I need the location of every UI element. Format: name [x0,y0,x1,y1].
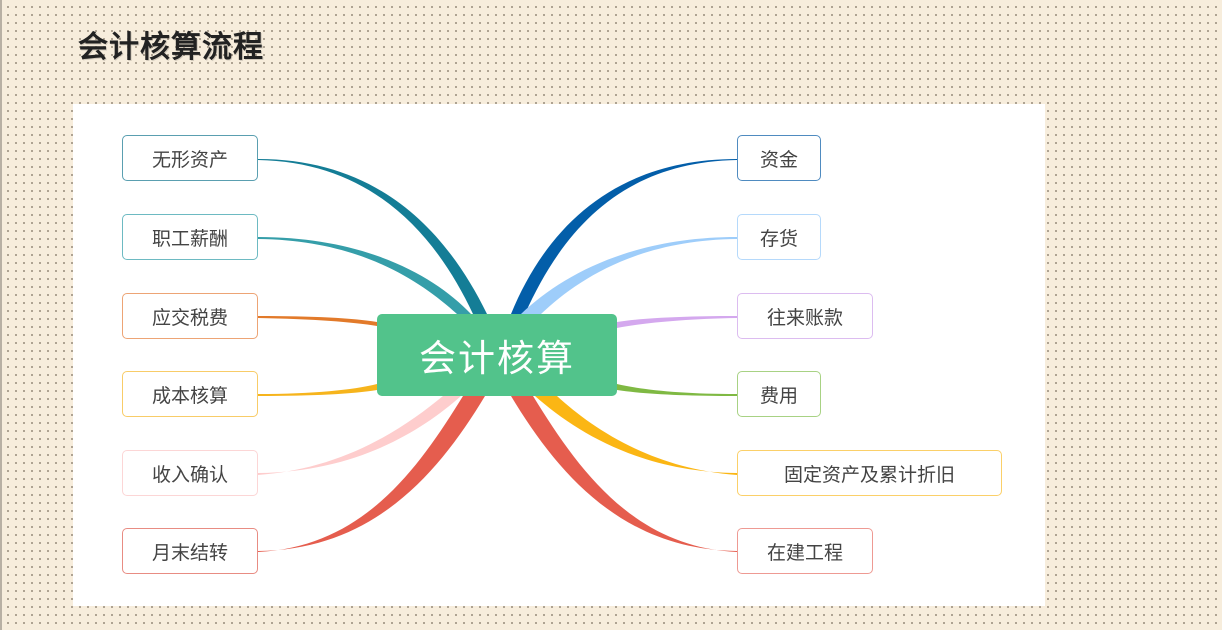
branch-zaijiangongcheng [511,396,737,552]
node-shouruqueren[interactable]: 收入确认 [122,450,258,496]
node-yingjiaoshuifei[interactable]: 应交税费 [122,293,258,339]
branch-wuxingzichan [258,159,487,314]
node-wuxingzichan[interactable]: 无形资产 [122,135,258,181]
node-cunhuo[interactable]: 存货 [737,214,821,260]
node-gudingzichan[interactable]: 固定资产及累计折旧 [737,450,1002,496]
branch-moyuejiezhuan [258,396,485,552]
node-moyuejiezhuan[interactable]: 月末结转 [122,528,258,574]
branch-gudingzichan [535,396,737,475]
branch-connectors [258,159,737,552]
branch-wanglaizhangkuan [617,316,737,328]
node-wanglaizhangkuan[interactable]: 往来账款 [737,293,873,339]
branch-chengbenhesuan [258,384,377,396]
branch-yingjiaoshuifei [258,316,377,326]
branch-zhigongxinchou [258,237,471,314]
node-zhigongxinchou[interactable]: 职工薪酬 [122,214,258,260]
node-chengbenhesuan[interactable]: 成本核算 [122,371,258,417]
mindmap-canvas: 会计核算 无形资产 职工薪酬 应交税费 成本核算 收入确认 月末结转 资金 存货… [73,104,1045,606]
node-zaijiangongcheng[interactable]: 在建工程 [737,528,873,574]
page-title: 会计核算流程 [78,30,264,65]
node-feiyong[interactable]: 费用 [737,371,821,417]
node-zijin[interactable]: 资金 [737,135,821,181]
branch-feiyong [617,384,737,396]
branch-shourquerenn [258,396,461,475]
branch-cunhuo [521,237,737,314]
root-node[interactable]: 会计核算 [377,314,617,396]
branch-zijin [511,159,737,314]
